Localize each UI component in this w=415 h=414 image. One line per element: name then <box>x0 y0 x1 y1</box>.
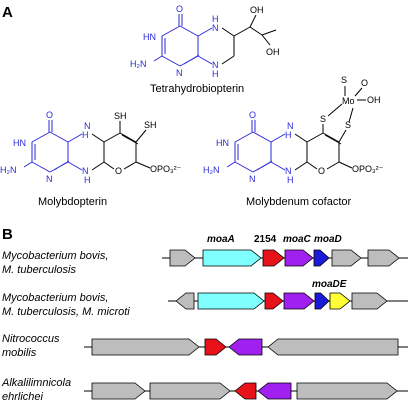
molybdopterin-name: Molybdopterin <box>38 196 107 208</box>
operon-3-gene-red-2-arrow <box>204 338 227 356</box>
operon1-organism-line1: Mycobacterium bovis, <box>2 250 108 262</box>
tetrahydrobiopterin-atom-n-bot: N <box>212 60 219 70</box>
panel-label-b: B <box>2 226 13 243</box>
molybdopterin-atom-n: N <box>46 174 53 184</box>
operon-3-gene-gray-1-arrow <box>91 338 200 356</box>
moco-atom-hn: HN <box>216 138 229 148</box>
tetrahydrobiopterin-structure: O HN H₂N N N H N H OH OH <box>130 4 280 79</box>
molybdopterin-atom-sh1: SH <box>114 111 127 121</box>
molybdopterin-atom-o-ring: O <box>115 166 122 176</box>
tetrahydrobiopterin-atom-h-top: H <box>212 14 219 24</box>
moco-atom-h-top: H <box>285 130 292 140</box>
operon3-organism-line1: Nitrococcus <box>2 333 60 345</box>
moco-atom-phosphate: OPO₃²⁻ <box>352 164 384 174</box>
moco-atom-h-bot: H <box>287 175 294 185</box>
molybdopterin-atom-sh2: SH <box>144 120 157 130</box>
tetrahydrobiopterin-atom-o: O <box>176 4 183 14</box>
panel-label-a: A <box>2 4 13 21</box>
operon-3 <box>84 338 408 356</box>
molybdenum-cofactor-name: Molybdenum cofactor <box>246 196 351 208</box>
operon4-organism-line2: ehrlichei <box>2 391 44 403</box>
tetrahydrobiopterin-atom-n: N <box>176 68 183 78</box>
operon-4 <box>84 382 408 400</box>
moco-atom-o: O <box>249 110 256 120</box>
gene-label-moaDE: moaDE <box>312 279 347 290</box>
operon-4-gene-purple-4-arrow <box>257 382 292 400</box>
operon-3-gene-purple-3-arrow <box>228 338 263 356</box>
molybdopterin-atom-n-bot: N <box>82 166 89 176</box>
moco-atom-o-ring: O <box>318 166 325 176</box>
moco-atom-n-top: N <box>287 121 294 131</box>
tetrahydrobiopterin-atom-hn: HN <box>143 32 156 42</box>
tetrahydrobiopterin-name: Tetrahydrobiopterin <box>150 83 244 95</box>
molybdopterin-atom-h-top: H <box>82 130 89 140</box>
operon-4-gene-gray-2-arrow <box>149 382 231 400</box>
operon2-organism-line2: M. tuberculosis, M. microti <box>2 306 130 318</box>
operon2-organism-line1: Mycobacterium bovis, <box>2 292 108 304</box>
moco-atom-s1: S <box>320 114 326 124</box>
operon-tracks <box>84 249 408 400</box>
tetrahydrobiopterin-atom-n-top: N <box>212 23 219 33</box>
operon-2-gene-gray-1-arrow <box>175 292 195 310</box>
operon-1-gene-gray-7-arrow <box>367 249 400 267</box>
moco-atom-s-top: S <box>341 75 347 85</box>
operon-3-gene-gray-4-arrow <box>267 338 399 356</box>
gene-label-2154: 2154 <box>254 234 277 245</box>
moco-atom-n: N <box>249 174 256 184</box>
moco-atom-n-bot: N <box>285 166 292 176</box>
moco-atom-s2: S <box>345 120 351 130</box>
molybdopterin-atom-phosphate: OPO₃²⁻ <box>150 164 182 174</box>
operon-2-gene-moaDE-arrow <box>329 292 351 310</box>
operon-2-gene-purple-4-arrow <box>283 292 315 310</box>
operon3-organism-line2: mobilis <box>2 347 37 359</box>
tetrahydrobiopterin-atom-h-bot: H <box>212 69 219 79</box>
molybdenum-cofactor-structure: O HN H₂N N H N N H O S S S O OH Mo OPO₃²… <box>203 75 384 185</box>
operon-1-gene-moaD-arrow <box>313 249 330 267</box>
operon-2-gene-cyan-2-arrow <box>197 292 265 310</box>
operon-2 <box>168 292 408 310</box>
molybdopterin-atom-hn: HN <box>13 138 26 148</box>
operon-2-gene-blue-5-arrow <box>314 292 330 310</box>
moco-atom-mo: Mo <box>342 96 355 106</box>
moco-atom-o-top: O <box>361 78 368 88</box>
gene-label-moaD: moaD <box>314 234 342 245</box>
operon-1-gene-moaA-arrow <box>202 249 262 267</box>
operon-1-gene-gray-6-arrow <box>331 249 362 267</box>
operon-4-gene-red-3-arrow <box>234 382 257 400</box>
molybdopterin-atom-o: O <box>46 110 53 120</box>
operon-2-gene-red-3-arrow <box>264 292 284 310</box>
tetrahydrobiopterin-atom-h2n: H₂N <box>130 59 147 69</box>
gene-label-moaC: moaC <box>283 234 312 245</box>
molybdopterin-atom-h2n: H₂N <box>0 165 17 175</box>
molybdopterin-atom-n-top: N <box>84 121 91 131</box>
tetrahydrobiopterin-atom-oh1: OH <box>250 5 264 15</box>
operon1-organism-line2: M. tuberculosis <box>2 264 76 276</box>
operon-4-gene-gray-5-arrow <box>296 382 398 400</box>
gene-label-moaA: moaA <box>207 234 235 245</box>
moco-atom-oh: OH <box>367 95 381 105</box>
molybdopterin-structure: O HN H₂N N H N N H O SH SH OPO₃²⁻ <box>0 110 182 185</box>
tetrahydrobiopterin-atom-oh2: OH <box>266 47 280 57</box>
operon4-organism-line1: Alkalilimnicola <box>1 377 71 389</box>
operon-1-gene-2154-arrow <box>262 249 285 267</box>
operon-1-gene-gray-1-arrow <box>169 249 196 267</box>
operon-1-gene-moaC-arrow <box>284 249 314 267</box>
molybdopterin-atom-h-bot: H <box>84 175 91 185</box>
moco-atom-h2n: H₂N <box>203 165 220 175</box>
operon-1 <box>162 249 408 267</box>
operon-4-gene-gray-1-arrow <box>91 382 146 400</box>
operon-2-gene-gray-7-arrow <box>351 292 388 310</box>
